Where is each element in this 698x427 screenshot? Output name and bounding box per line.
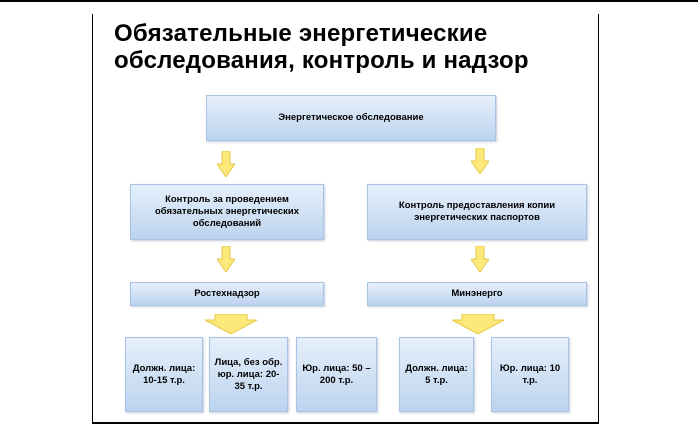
minenergo-box: Минэнерго: [367, 282, 587, 306]
fine-legal-entities-right-label: Юр. лица: 10 т.р.: [499, 362, 561, 386]
down-arrow-right-2: [471, 246, 489, 272]
down-arrow-right-1: [471, 148, 489, 174]
fine-officials-right-box: Должн. лица: 5 т.р.: [399, 337, 474, 412]
fine-officials-right-label: Должн. лица: 5 т.р.: [405, 362, 468, 386]
down-arrow-left-1: [217, 151, 235, 177]
slide: Обязательные энергетические обследования…: [92, 14, 599, 424]
down-arrow-left-2: [217, 246, 235, 272]
root-box: Энергетическое обследование: [206, 95, 496, 141]
fine-officials-left-label: Должн. лица: 10-15 т.р.: [132, 362, 196, 386]
left-branch-label: Контроль за проведением обязательных эне…: [154, 194, 300, 229]
rostekhnadzor-label: Ростехнадзор: [194, 288, 260, 299]
fine-legal-entities-left-label: Юр. лица: 50 – 200 т.р.: [302, 362, 371, 386]
right-branch-label: Контроль предоставления копии энергетиче…: [398, 200, 556, 223]
fine-officials-left-box: Должн. лица: 10-15 т.р.: [125, 337, 203, 412]
fine-persons-label: Лица, без обр. юр. лица: 20-35 т.р.: [214, 356, 283, 392]
minenergo-label: Минэнерго: [451, 288, 503, 299]
left-branch-box: Контроль за проведением обязательных эне…: [130, 184, 324, 240]
top-divider-line: [0, 0, 698, 2]
right-branch-box: Контроль предоставления копии энергетиче…: [367, 184, 587, 240]
fine-legal-entities-left-box: Юр. лица: 50 – 200 т.р.: [296, 337, 377, 412]
fine-persons-box: Лица, без обр. юр. лица: 20-35 т.р.: [209, 337, 288, 412]
rostekhnadzor-box: Ростехнадзор: [130, 282, 324, 306]
root-label: Энергетическое обследование: [278, 112, 424, 123]
wide-down-arrow-right: [452, 314, 504, 334]
wide-down-arrow-left: [205, 314, 257, 334]
title-line-1: Обязательные энергетические: [114, 20, 488, 47]
fine-legal-entities-right-box: Юр. лица: 10 т.р.: [491, 337, 569, 412]
slide-title: Обязательные энергетические обследования…: [114, 20, 584, 74]
title-line-2: обследования, контроль и надзор: [114, 47, 529, 74]
